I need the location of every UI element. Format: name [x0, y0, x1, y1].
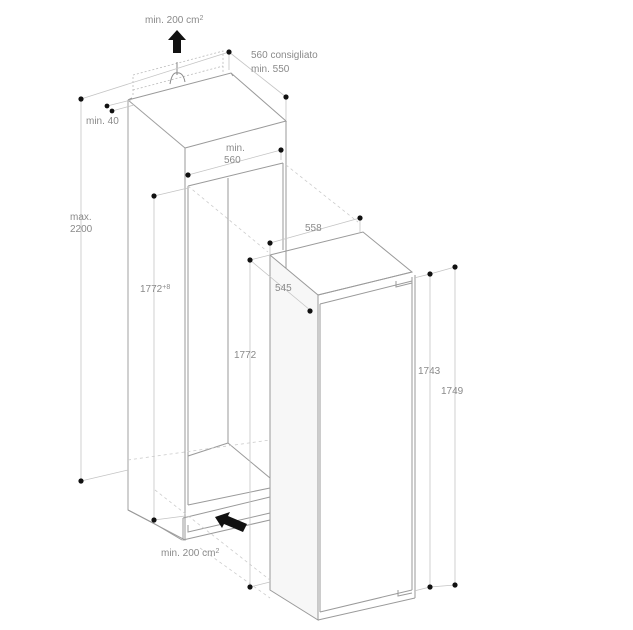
top-vent-outline — [132, 50, 224, 95]
dimension-lines — [80, 51, 456, 592]
door-height-label: 1743 — [418, 366, 441, 377]
appliance-niche-height-label: 1772 — [234, 350, 257, 361]
bottom-vent-label: min. 200 cm2 — [161, 548, 220, 559]
niche-width-label-line2: 560 — [224, 155, 241, 166]
fan-symbol-icon — [169, 62, 186, 85]
top-gap-label: min. 40 — [86, 116, 119, 127]
niche-height-label: 1772+8 — [140, 284, 171, 295]
appliance-width-label: 558 — [305, 223, 322, 234]
depth-min-label: min. 550 — [251, 64, 290, 75]
cabinet-outline — [127, 72, 288, 541]
arrow-left-up-icon — [215, 512, 247, 532]
projection-lines — [127, 164, 359, 599]
arrow-up-icon — [168, 30, 186, 53]
niche-width-label-line1: min. — [226, 143, 245, 154]
top-vent-label: min. 200 cm2 — [145, 15, 204, 26]
appliance-depth-label: 545 — [275, 283, 292, 294]
depth-recommended-label: 560 consigliato — [251, 50, 318, 61]
max-height-label-line1: max. — [70, 212, 92, 223]
max-height-label-line2: 2200 — [70, 224, 93, 235]
dimension-dots — [78, 49, 458, 590]
appliance-height-label: 1749 — [441, 386, 464, 397]
refrigerator-outline — [269, 231, 416, 621]
